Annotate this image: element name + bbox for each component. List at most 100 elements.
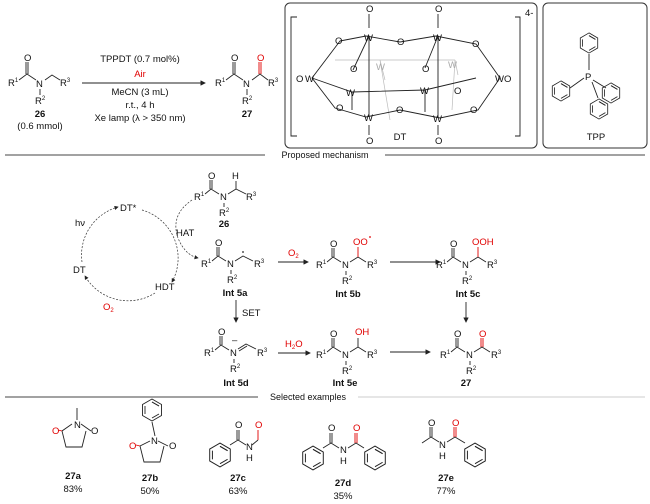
svg-text:R3: R3 xyxy=(367,350,378,361)
svg-text:83%: 83% xyxy=(63,484,83,495)
dt-structure-panel: 4- W W W W W W W W W W O O O O O O O O xyxy=(284,2,538,149)
svg-text:O: O xyxy=(330,239,337,250)
svg-text:R1: R1 xyxy=(316,350,327,361)
dt-label: DT xyxy=(394,132,407,143)
intermediate-5a: R1 O N R3 R2 Int 5a xyxy=(201,238,265,299)
example-27c: O O N H 27c 63% xyxy=(209,420,262,497)
svg-text:O: O xyxy=(470,105,477,116)
svg-text:35%: 35% xyxy=(333,491,353,502)
intermediate-5c: R1 O N OOH R3 R2 Int 5c xyxy=(436,237,498,300)
svg-text:50%: 50% xyxy=(140,486,160,497)
example-27b: N O O 27b 50% xyxy=(129,398,176,497)
svg-text:–: – xyxy=(232,335,238,346)
svg-text:27b: 27b xyxy=(142,473,159,484)
svg-text:27a: 27a xyxy=(65,471,82,482)
svg-text:O: O xyxy=(296,74,303,85)
svg-text:R3: R3 xyxy=(268,78,279,89)
svg-text:Int 5e: Int 5e xyxy=(333,378,358,389)
svg-text:R1: R1 xyxy=(440,350,451,361)
svg-text:N: N xyxy=(227,259,234,270)
svg-text:O: O xyxy=(450,239,457,250)
svg-text:OOH: OOH xyxy=(472,237,494,248)
svg-text:O: O xyxy=(350,64,357,75)
svg-text:O: O xyxy=(454,329,461,340)
solvent-text: MeCN (3 mL) xyxy=(111,87,168,98)
intermediate-5b: R1 O N OO R3 R2 Int 5b xyxy=(316,236,378,300)
svg-text:R1: R1 xyxy=(194,192,205,203)
svg-text:W: W xyxy=(376,62,385,73)
dt-excited-label: DT* xyxy=(120,203,137,214)
svg-text:27c: 27c xyxy=(230,473,246,484)
svg-text:O: O xyxy=(504,74,511,85)
svg-text:R2: R2 xyxy=(227,275,238,286)
svg-text:27e: 27e xyxy=(438,473,454,484)
svg-text:R3: R3 xyxy=(246,192,257,203)
reaction-arrow: TPPDT (0.7 mol%) Air MeCN (3 mL) r.t., 4… xyxy=(82,54,206,124)
svg-text:R1: R1 xyxy=(8,78,19,89)
tpp-structure-panel: P TPP xyxy=(542,2,648,149)
svg-text:H: H xyxy=(439,451,446,462)
svg-text:R3: R3 xyxy=(367,260,378,271)
svg-text:O: O xyxy=(208,171,215,182)
mechanism-title: Proposed mechanism xyxy=(281,150,368,160)
svg-text:R1: R1 xyxy=(436,260,447,271)
svg-text:W: W xyxy=(420,86,429,97)
svg-text:O: O xyxy=(454,86,461,97)
svg-text:OO: OO xyxy=(353,237,368,248)
svg-text:N: N xyxy=(74,420,81,431)
svg-text:O: O xyxy=(257,53,264,64)
svg-text:R2: R2 xyxy=(466,366,477,377)
svg-text:N: N xyxy=(340,445,347,456)
svg-text:R2: R2 xyxy=(35,96,46,107)
reactant-label: 26 xyxy=(35,109,46,120)
light-text: Xe lamp (λ > 350 nm) xyxy=(94,113,185,124)
dt-label-cycle: DT xyxy=(73,265,86,276)
mechanism-substrate-26: R1 O N H R3 R2 26 xyxy=(194,171,257,230)
svg-text:R2: R2 xyxy=(462,276,473,287)
svg-text:W: W xyxy=(433,114,442,125)
svg-text:N: N xyxy=(466,350,473,361)
svg-text:R1: R1 xyxy=(201,259,212,270)
svg-text:W: W xyxy=(305,74,314,85)
svg-text:N: N xyxy=(220,192,227,203)
svg-text:W: W xyxy=(364,33,373,44)
svg-text:77%: 77% xyxy=(436,486,456,497)
svg-text:H: H xyxy=(246,453,253,464)
svg-text:R3: R3 xyxy=(257,348,268,359)
svg-text:O: O xyxy=(336,103,343,114)
product-27: R1 O N O R3 R2 27 xyxy=(215,53,279,120)
svg-text:R1: R1 xyxy=(215,78,226,89)
svg-text:R2: R2 xyxy=(230,364,241,375)
conditions-text: r.t., 4 h xyxy=(125,100,154,111)
svg-text:H: H xyxy=(340,456,347,467)
h2o-label: H2O xyxy=(285,339,303,351)
example-27d: O O N H 27d 35% xyxy=(302,423,386,502)
svg-text:N: N xyxy=(246,442,253,453)
svg-text:R2: R2 xyxy=(242,96,253,107)
svg-text:OH: OH xyxy=(355,327,369,338)
reactant-amount: (0.6 mmol) xyxy=(17,121,62,132)
svg-text:O: O xyxy=(328,423,335,434)
tpp-label: TPP xyxy=(587,132,605,143)
svg-text:R2: R2 xyxy=(342,276,353,287)
hat-label: HAT xyxy=(176,228,194,239)
svg-text:N: N xyxy=(462,260,469,271)
intermediate-5d: R1 O N – R3 R2 Int 5d xyxy=(204,327,268,389)
svg-text:W: W xyxy=(448,60,457,71)
svg-text:W: W xyxy=(364,113,373,124)
svg-text:O: O xyxy=(435,4,442,15)
o2-arrow-label: O2 xyxy=(288,248,299,260)
svg-text:O: O xyxy=(330,329,337,340)
mechanism-divider: Proposed mechanism xyxy=(5,150,645,160)
svg-text:R3: R3 xyxy=(487,260,498,271)
svg-text:R3: R3 xyxy=(60,78,71,89)
svg-text:Int 5b: Int 5b xyxy=(335,289,361,300)
svg-text:O: O xyxy=(52,426,59,437)
oxygen-atoms: O O O O O O O O O O O O O O O xyxy=(296,4,511,147)
intermediate-5e: R1 O N OH R3 R2 Int 5e xyxy=(316,327,378,389)
svg-text:27: 27 xyxy=(461,378,472,389)
svg-text:O: O xyxy=(129,441,136,452)
reactant-26: R1 O N R3 R2 26 (0.6 mmol) xyxy=(8,53,71,132)
oxidant-text: Air xyxy=(134,69,146,80)
